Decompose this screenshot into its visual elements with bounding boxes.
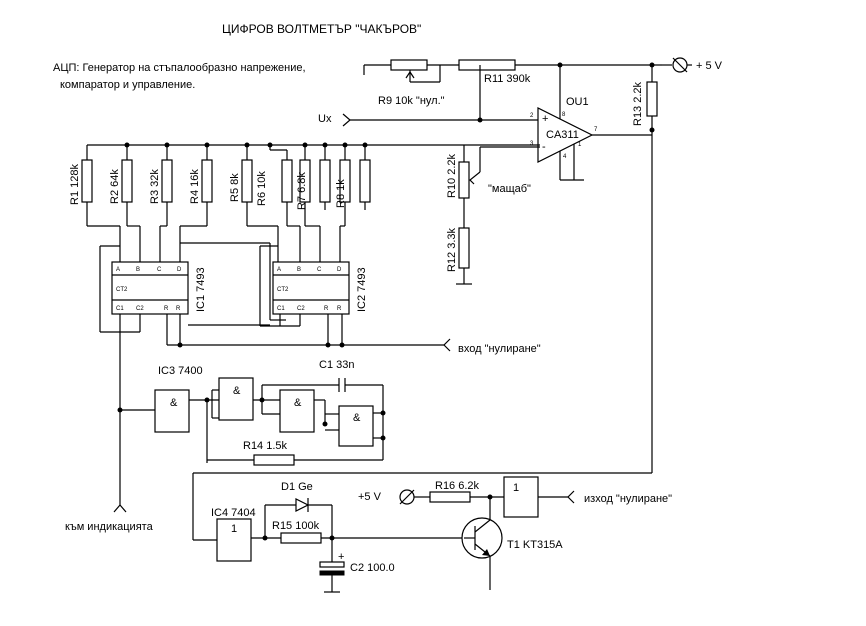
r6-label: R6 10k (256, 171, 268, 206)
comparator-ref: OU1 (566, 96, 589, 108)
ic2-label: IC2 7493 (356, 267, 368, 312)
c2-capacitor (319, 561, 345, 568)
ic2-in-r1: R (324, 306, 329, 312)
r9-potentiometer (405, 65, 441, 83)
comparator-pin8: 8 (562, 112, 566, 118)
comparator-minus: - (542, 141, 546, 153)
ic3-gate4-symbol: & (353, 412, 361, 424)
r9-label: R9 10k "нул." (378, 95, 445, 107)
ic1-out-c: C (157, 267, 162, 273)
comparator-plus: + (542, 113, 548, 125)
resistor-ladder-1 (81, 142, 213, 262)
supply-top-label: + 5 V (696, 60, 723, 72)
r15-label: R15 100k (272, 520, 320, 532)
ic1-in-r2: R (176, 306, 181, 312)
ic1-out-b: B (136, 267, 140, 273)
r15-resistor (280, 532, 322, 544)
r16-label: R16 6.2k (435, 480, 480, 492)
ic2-in-c2: C2 (297, 306, 305, 312)
scale-label: "мащаб" (488, 183, 531, 195)
resistor-ladder-2 (241, 142, 371, 262)
ic2-in-c1: C1 (277, 306, 285, 312)
output-gate-symbol: 1 (513, 482, 519, 494)
comparator-pin1: 1 (578, 142, 582, 148)
ic4-gate-symbol: 1 (231, 523, 237, 535)
ic1-in-c2: C2 (136, 306, 144, 312)
ic1-out-d: D (177, 267, 182, 273)
comparator-pin7: 7 (594, 127, 598, 133)
c1-label: C1 33n (319, 359, 354, 371)
r1-label: R1 128k (69, 164, 81, 205)
comparator-type: CA311 (546, 129, 579, 141)
reset-output-label: изход "нулиране" (584, 493, 672, 505)
input-arrow-icon (342, 113, 351, 127)
t1-label: T1 KT315A (507, 539, 563, 551)
comparator-pin3: 3 (530, 141, 534, 147)
r14-label: R14 1.5k (243, 440, 288, 452)
r16-resistor (429, 491, 471, 503)
ic2-counter (272, 261, 350, 315)
r4-label: R4 16k (189, 169, 201, 204)
ic3-gate3-symbol: & (294, 397, 302, 409)
output-inverter (503, 476, 539, 518)
input-ux-label: Ux (318, 113, 332, 125)
ic1-name: CT2 (116, 287, 128, 293)
r12-label: R12 3.3k (446, 227, 458, 272)
comparator-pin2: 2 (530, 113, 534, 119)
d1-label: D1 Ge (281, 481, 313, 493)
to-display-label: към индикацията (65, 521, 154, 533)
reset-output-arrow-icon (567, 490, 575, 504)
supply-bottom-label: +5 V (358, 491, 382, 503)
r14-resistor (253, 454, 295, 466)
d1-diode-icon (295, 498, 310, 512)
ic1-out-a: A (116, 267, 120, 273)
schematic-title: ЦИФРОВ ВОЛТМЕТЪР "ЧАКЪРОВ" (222, 22, 421, 36)
ic2-name: CT2 (277, 287, 289, 293)
r13-label: R13 2.2k (632, 81, 644, 126)
reset-input-label: вход "нулиране" (458, 343, 541, 355)
comparator-pin4: 4 (563, 154, 567, 160)
ic3-label: IC3 7400 (158, 365, 203, 377)
r10-label: R10 2.2k (446, 153, 458, 198)
description-line-1: АЦП: Генератор на стъпалообразно напреже… (53, 62, 306, 74)
r2-label: R2 64k (109, 169, 121, 204)
ic3-gates (154, 377, 374, 447)
c2-plus: + (338, 551, 344, 563)
ic1-in-c1: C1 (116, 306, 124, 312)
ic1-in-r1: R (164, 306, 169, 312)
t1-transistor-icon (461, 517, 503, 590)
r3-label: R3 32k (149, 169, 161, 204)
reset-input-arrow-icon (443, 338, 451, 352)
ic2-out-b: B (297, 267, 301, 273)
ic3-gate2-symbol: & (233, 385, 241, 397)
r8-label: R8 1k (335, 179, 347, 208)
r13-resistor (193, 65, 658, 474)
ic2-out-d: D (337, 267, 342, 273)
ic1-label: IC1 7493 (195, 267, 207, 312)
r11-label: R11 390k (484, 73, 531, 85)
ic2-out-c: C (317, 267, 322, 273)
scale-divider (456, 145, 481, 285)
supply-rail-top (363, 57, 692, 75)
description-line-2: компаратор и управление. (60, 79, 195, 91)
comparator-ou1 (480, 65, 652, 181)
c2-label: C2 100.0 (350, 562, 395, 574)
ic2-out-a: A (277, 267, 281, 273)
ic4-label: IC4 7404 (211, 507, 256, 519)
ic1-counter (111, 261, 189, 315)
ic2-in-r2: R (337, 306, 342, 312)
to-display-arrow-icon (113, 504, 127, 513)
ic4-inverter (216, 518, 252, 562)
ic3-gate1-symbol: & (170, 397, 178, 409)
r7-label: R7 6.8k (296, 172, 308, 210)
r5-label: R5 8k (229, 173, 241, 202)
